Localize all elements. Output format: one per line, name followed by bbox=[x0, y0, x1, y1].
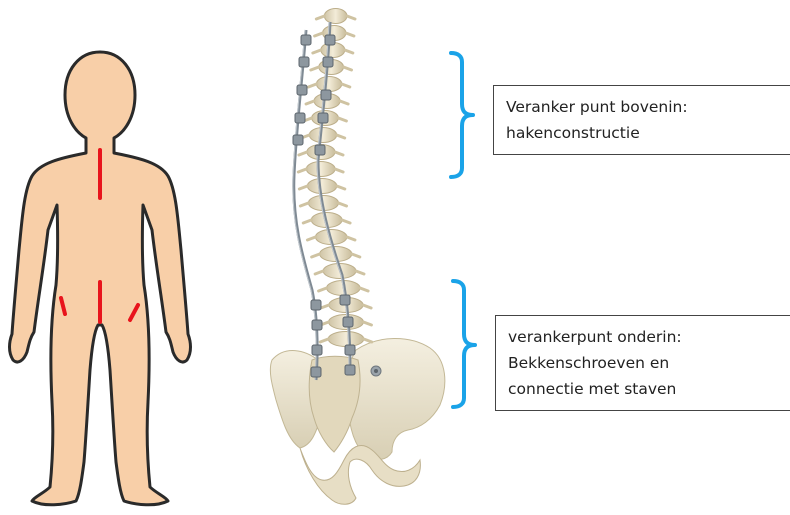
spinal-anchor bbox=[345, 365, 355, 375]
spinal-anchor bbox=[311, 300, 321, 310]
vertebra bbox=[309, 128, 336, 143]
spinal-anchor bbox=[311, 367, 321, 377]
spinal-anchor bbox=[325, 35, 335, 45]
pelvic-screw-core bbox=[374, 369, 378, 373]
label-upper-line2: hakenconstructie bbox=[506, 120, 782, 146]
spinal-anchor bbox=[345, 345, 355, 355]
spinal-anchor bbox=[293, 135, 303, 145]
pelvis bbox=[270, 338, 444, 504]
brackets bbox=[451, 53, 475, 407]
bracket-lower bbox=[453, 281, 475, 407]
label-upper-anchor: Veranker punt bovenin: hakenconstructie bbox=[493, 85, 790, 155]
spinal-anchor bbox=[321, 90, 331, 100]
vertebra bbox=[307, 179, 336, 194]
label-upper-line1: Veranker punt bovenin: bbox=[506, 94, 782, 120]
vertebra bbox=[306, 162, 335, 177]
label-lower-line2: Bekkenschroeven en bbox=[508, 350, 782, 376]
label-lower-line3: connectie met staven bbox=[508, 376, 782, 402]
spinal-anchor bbox=[312, 320, 322, 330]
spinal-anchor bbox=[323, 57, 333, 67]
spinal-anchor bbox=[340, 295, 350, 305]
spinal-anchor bbox=[315, 145, 325, 155]
vertebra bbox=[324, 9, 347, 24]
pelvis-right-wing bbox=[348, 338, 445, 459]
spinal-anchor bbox=[312, 345, 322, 355]
body-outline bbox=[10, 52, 191, 505]
spinal-anchor bbox=[343, 317, 353, 327]
body-silhouette bbox=[10, 52, 191, 505]
spinal-anchor bbox=[297, 85, 307, 95]
spinal-anchor bbox=[299, 57, 309, 67]
spinal-anchor bbox=[301, 35, 311, 45]
pelvis-lower-ring bbox=[300, 445, 420, 504]
vertebra bbox=[328, 332, 364, 347]
label-lower-anchor: verankerpunt onderin: Bekkenschroeven en… bbox=[495, 315, 790, 411]
vertebra bbox=[316, 77, 341, 92]
bracket-upper bbox=[451, 53, 473, 177]
label-lower-line1: verankerpunt onderin: bbox=[508, 324, 782, 350]
spinal-anchor bbox=[318, 113, 328, 123]
spinal-anchor bbox=[295, 113, 305, 123]
